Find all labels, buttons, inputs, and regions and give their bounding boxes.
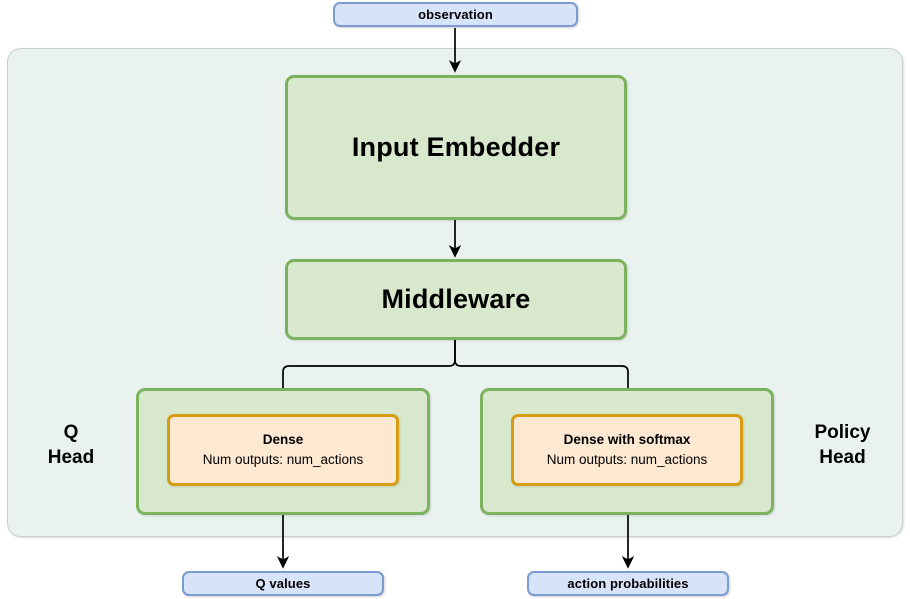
middleware-label: Middleware: [381, 284, 531, 314]
input-embedder-box[interactable]: Input Embedder: [285, 75, 627, 220]
policy-head-dense-box[interactable]: Dense with softmax Num outputs: num_acti…: [511, 414, 743, 486]
q-head-dense-title: Dense: [262, 432, 304, 447]
q-head-side-label: Q Head: [47, 422, 95, 468]
observation-box[interactable]: observation: [333, 2, 578, 27]
policy-head-dense-subtitle: Num outputs: num_actions: [546, 452, 708, 467]
policy-head-dense-title: Dense with softmax: [563, 432, 691, 447]
q-head-dense-box[interactable]: Dense Num outputs: num_actions: [167, 414, 399, 486]
q-values-label: Q values: [255, 576, 311, 591]
middleware-box[interactable]: Middleware: [285, 259, 627, 340]
action-probabilities-label: action probabilities: [567, 576, 689, 591]
input-embedder-label: Input Embedder: [351, 132, 561, 162]
policy-head-side-label: Policy Head: [814, 422, 871, 468]
observation-label: observation: [418, 7, 493, 22]
action-probabilities-box[interactable]: action probabilities: [527, 571, 729, 596]
q-values-box[interactable]: Q values: [182, 571, 384, 596]
q-head-dense-subtitle: Num outputs: num_actions: [202, 452, 364, 467]
